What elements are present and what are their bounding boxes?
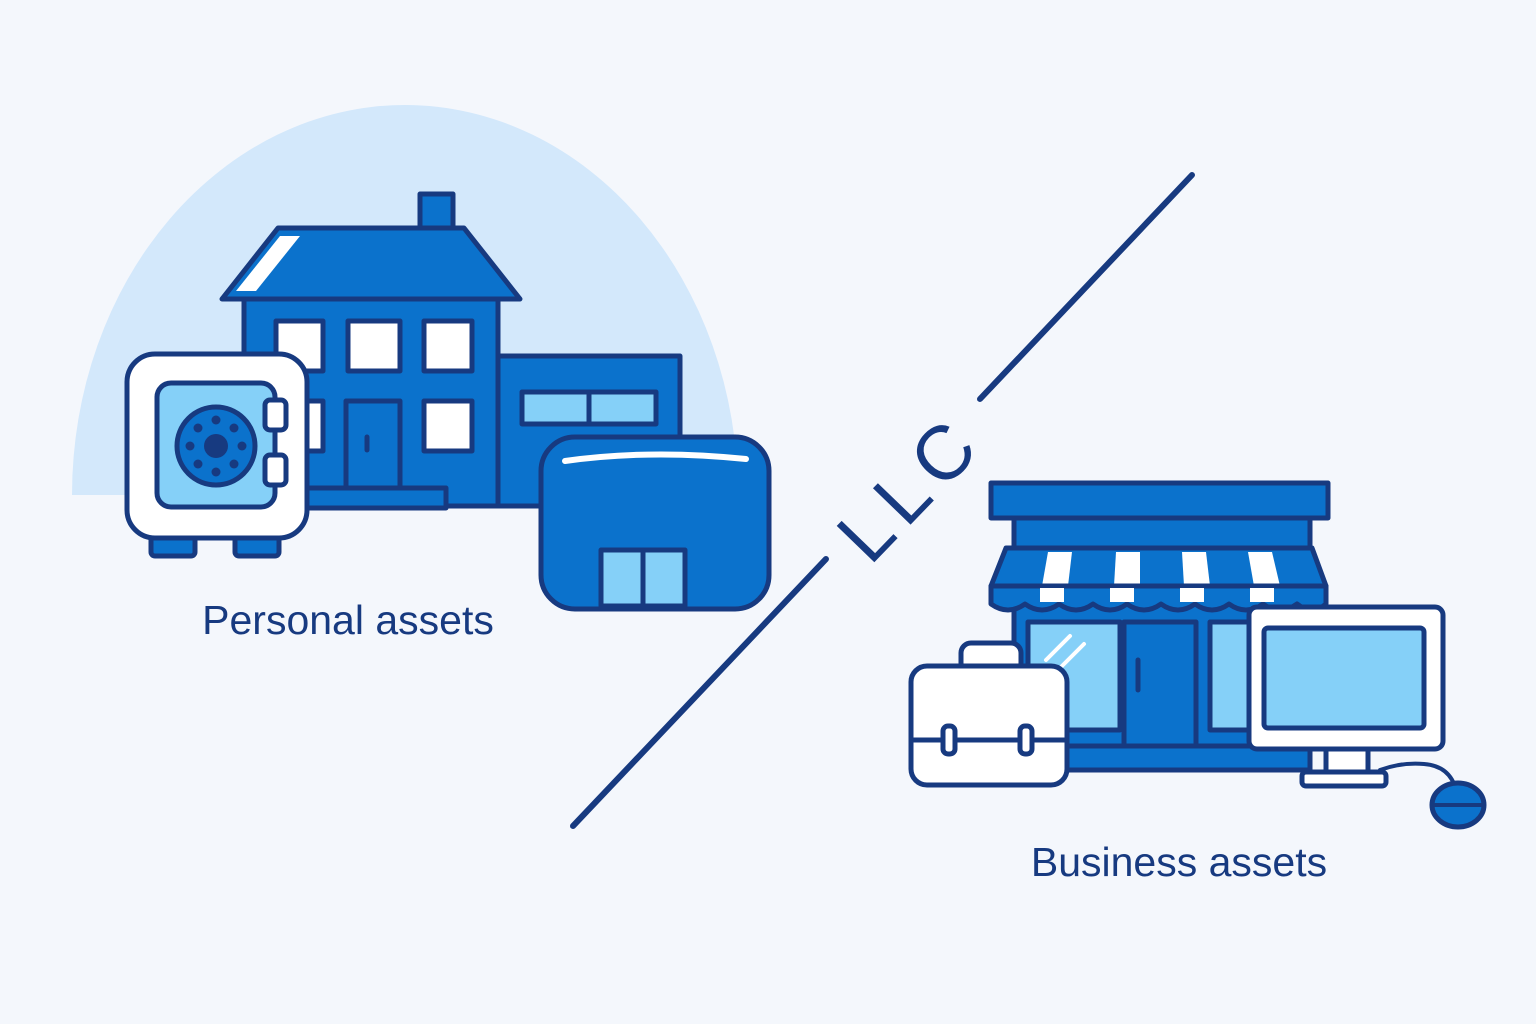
llc-separator-line	[570, 172, 1195, 829]
business-assets-label: Business assets	[1031, 839, 1327, 885]
mouse-icon	[1378, 761, 1487, 830]
personal-assets-group	[124, 191, 772, 612]
business-assets-group	[908, 480, 1487, 830]
computer-monitor-icon	[1246, 604, 1446, 789]
personal-assets-label: Personal assets	[202, 597, 494, 643]
car-icon	[538, 434, 772, 612]
safe-icon	[124, 351, 310, 559]
briefcase-icon	[908, 640, 1070, 788]
llc-label: LLC	[821, 398, 1000, 579]
storefront-icon	[988, 480, 1331, 773]
